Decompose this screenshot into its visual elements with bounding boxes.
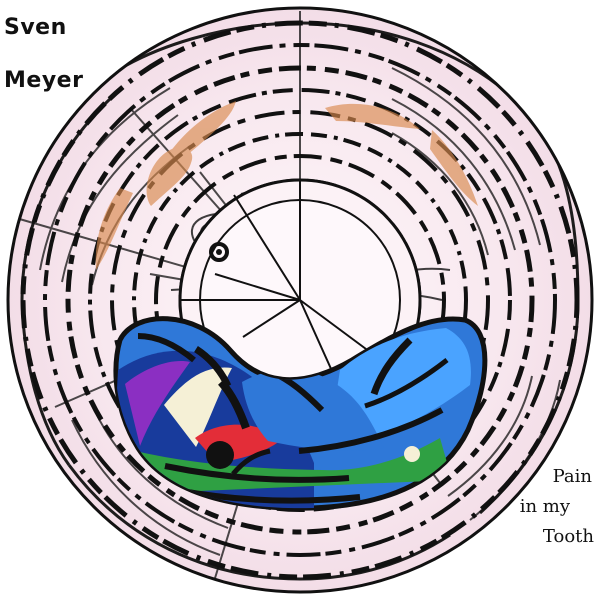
artist-last-name: Meyer bbox=[4, 68, 84, 93]
album-title: Pain in my Tooth bbox=[494, 468, 594, 558]
album-title-line-1: Pain bbox=[552, 466, 592, 487]
tooth-bowl bbox=[113, 316, 488, 511]
album-title-line-2: in my bbox=[519, 496, 570, 517]
album-title-line-3: Tooth bbox=[542, 526, 594, 547]
artist-first-name: Sven bbox=[4, 15, 67, 40]
